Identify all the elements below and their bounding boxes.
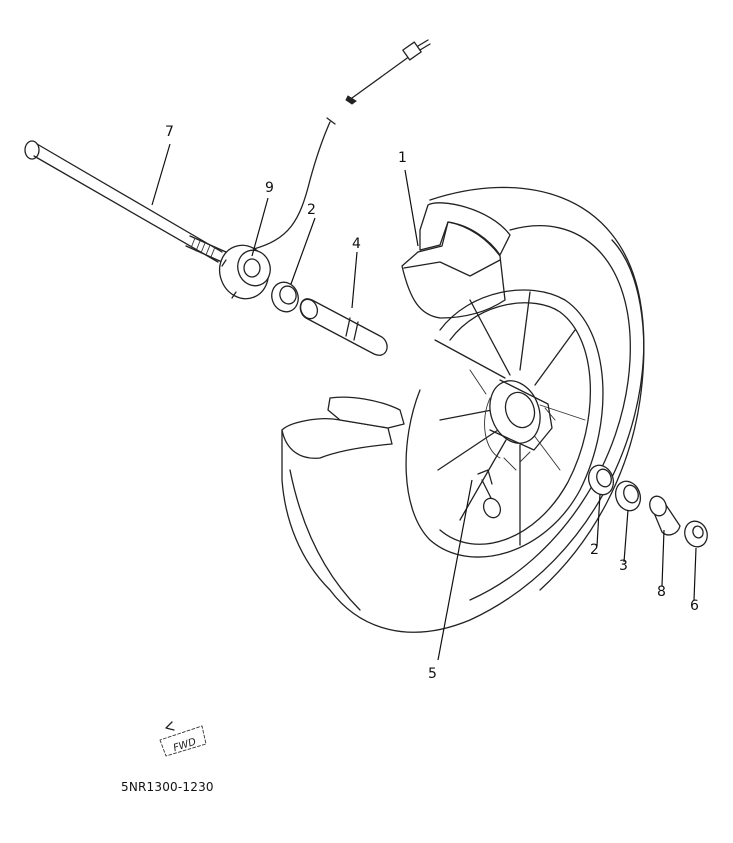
collar: [649, 495, 681, 536]
leader-lines: [151, 143, 697, 661]
callout-3: 3: [619, 558, 628, 574]
meter-cable: [249, 39, 431, 251]
fwd-label: FWD: [172, 737, 198, 755]
callout-8: 8: [657, 584, 666, 600]
callout-7: 7: [165, 124, 174, 140]
callout-9: 9: [265, 180, 274, 196]
bearing-left: [271, 281, 299, 313]
axle-nut: [684, 520, 708, 548]
oil-seal: [614, 480, 642, 512]
fwd-arrow-icon: FWD: [159, 721, 207, 757]
meter-gear-unit: [218, 244, 271, 300]
callout-1: 1: [398, 150, 407, 166]
diagram-code: 5NR1300-1230: [121, 780, 214, 794]
callout-4: 4: [352, 236, 361, 252]
callout-5: 5: [428, 666, 437, 682]
callout-2-left: 2: [307, 202, 316, 218]
callout-6: 6: [690, 598, 699, 614]
valve-stem: [477, 469, 502, 519]
callout-2-right: 2: [590, 542, 599, 558]
wheel-axle: [24, 140, 227, 263]
wheel-assembly: [281, 186, 645, 633]
spacer-tube: [299, 298, 388, 356]
bearing-right: [587, 464, 615, 496]
